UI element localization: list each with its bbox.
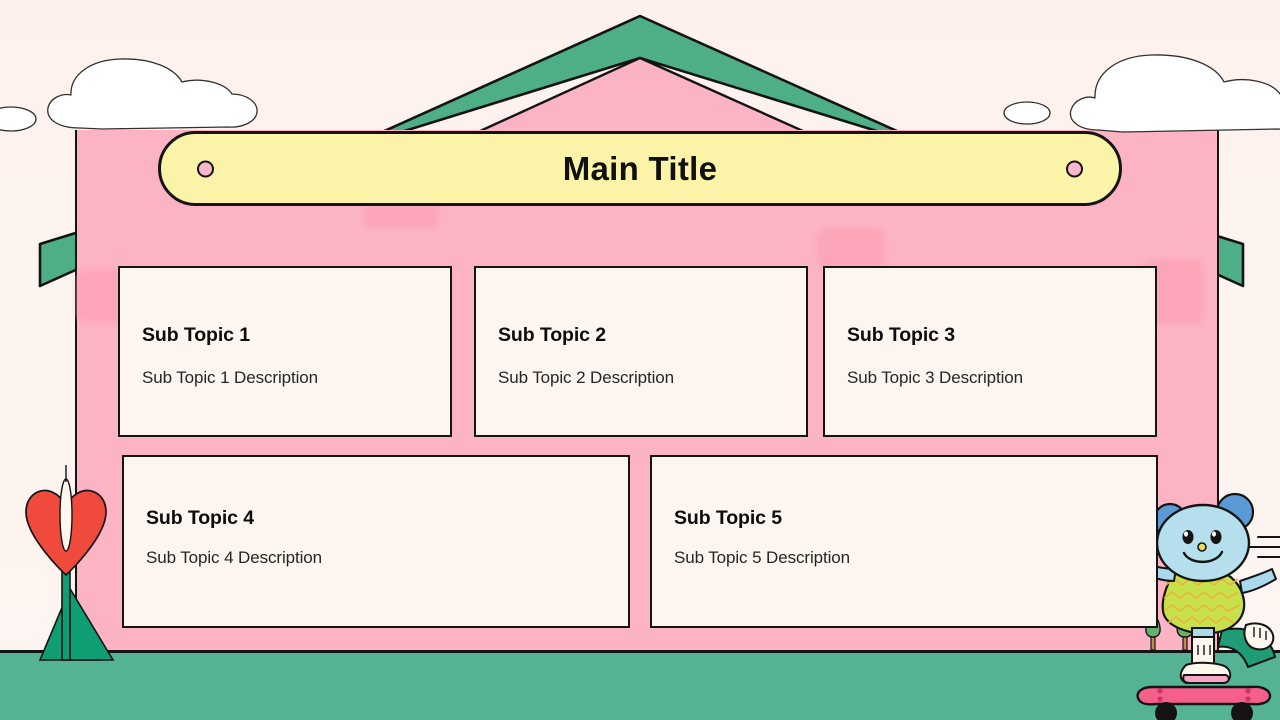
wall-brick-patch: [364, 202, 438, 228]
sub-topic-card-2-title: Sub Topic 2: [498, 324, 606, 346]
bear-on-skateboard: [1130, 485, 1280, 720]
cloud-right-large: [1068, 48, 1280, 140]
sub-topic-card-4-description: Sub Topic 4 Description: [146, 548, 322, 567]
cloud-left-large: [42, 50, 282, 135]
banner-screw-left-icon: [197, 160, 214, 177]
sub-topic-card-5-title: Sub Topic 5: [674, 507, 782, 529]
sub-topic-card-1-title: Sub Topic 1: [142, 324, 250, 346]
sub-topic-card-1[interactable]: Sub Topic 1 Sub Topic 1 Description: [118, 266, 452, 437]
sub-topic-card-1-description: Sub Topic 1 Description: [142, 368, 318, 387]
sub-topic-card-2[interactable]: Sub Topic 2 Sub Topic 2 Description: [474, 266, 808, 437]
sub-topic-card-5[interactable]: Sub Topic 5 Sub Topic 5 Description: [650, 455, 1158, 628]
wall-brick-patch: [817, 229, 885, 267]
page-title: Main Title: [562, 150, 718, 187]
sub-topic-card-5-description: Sub Topic 5 Description: [674, 548, 850, 567]
sub-topic-card-3[interactable]: Sub Topic 3 Sub Topic 3 Description: [823, 266, 1157, 437]
grass-ground: [0, 650, 1280, 720]
main-title-banner[interactable]: Main Title: [158, 131, 1122, 206]
sub-topic-card-4[interactable]: Sub Topic 4 Sub Topic 4 Description: [122, 455, 630, 628]
sub-topic-card-3-title: Sub Topic 3: [847, 324, 955, 346]
sub-topic-card-4-title: Sub Topic 4: [146, 507, 254, 529]
banner-screw-right-icon: [1066, 160, 1083, 177]
heart-anthurium-flower: [18, 460, 138, 661]
sub-topic-card-2-description: Sub Topic 2 Description: [498, 368, 674, 387]
cloud-left-small: [0, 104, 40, 134]
sub-topic-card-3-description: Sub Topic 3 Description: [847, 368, 1023, 387]
cloud-right-small: [1002, 99, 1052, 127]
